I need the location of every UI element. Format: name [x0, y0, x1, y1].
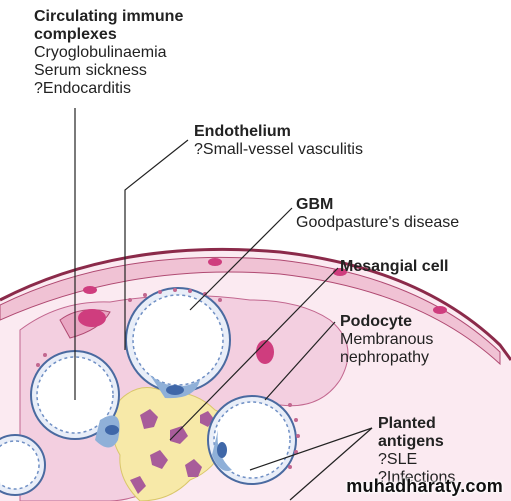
leader-planted-2	[289, 427, 373, 501]
leader-planted-1	[249, 427, 373, 471]
label-title: Mesangial cell	[340, 258, 449, 275]
label-item: Goodpasture's disease	[296, 214, 460, 231]
watermark: muhadharaty.com	[346, 476, 503, 496]
podocyte-nucleus	[256, 340, 274, 364]
leader-podocyte	[264, 321, 336, 401]
label-endothelium: Endothelium ?Small-vessel vasculitis	[194, 123, 363, 159]
label-title: GBM	[296, 196, 334, 213]
parietal-nucleus	[433, 306, 447, 314]
leader-mesangial	[169, 267, 339, 441]
podocyte-foot-processes	[36, 288, 300, 469]
mesangial-cell	[130, 476, 146, 494]
mesangial-cell	[140, 409, 158, 429]
label-item: Cryoglobulinaemia	[34, 44, 167, 61]
mesangial-cell	[170, 426, 188, 444]
endothelial-cell	[212, 430, 232, 471]
label-item: nephropathy	[340, 349, 429, 366]
leader-lines	[74, 108, 373, 501]
label-title: antigens	[378, 433, 444, 450]
label-item: ?SLE	[378, 451, 418, 468]
label-item: ?Small-vessel vasculitis	[194, 141, 363, 158]
label-gbm: GBM Goodpasture's disease	[296, 196, 459, 232]
parietal-nucleus	[208, 258, 222, 266]
label-mesangial-cell: Mesangial cell	[340, 258, 449, 276]
endothelial-nucleus	[217, 442, 227, 458]
endothelial-nucleus	[166, 385, 184, 395]
label-item: ?Endocarditis	[34, 80, 131, 97]
capillary-loop	[207, 395, 297, 485]
capillary-loop	[0, 434, 46, 496]
capillary-loop	[125, 287, 231, 399]
label-planted-antigens: Planted antigens ?SLE ?Infections	[378, 415, 455, 487]
label-item: ?Infections	[378, 469, 456, 486]
label-item: Serum sickness	[34, 62, 147, 79]
label-title: Podocyte	[340, 313, 413, 330]
label-podocyte: Podocyte Membranous nephropathy	[340, 313, 433, 367]
label-title: Endothelium	[194, 123, 291, 140]
mesangial-cell	[185, 459, 202, 477]
label-item: Membranous	[340, 331, 434, 348]
mesangial-cell	[150, 450, 168, 469]
bowman-capsule	[0, 247, 511, 361]
label-circulating-immune-complexes: Circulating immune complexes Cryoglobuli…	[34, 8, 183, 98]
leader-gbm	[189, 207, 293, 311]
parietal-epithelium	[0, 256, 501, 366]
label-title: Circulating immune	[34, 8, 184, 25]
endothelial-nucleus	[105, 425, 119, 435]
leader-endothelium	[124, 139, 189, 350]
label-title: complexes	[34, 26, 117, 43]
parietal-nucleus	[83, 286, 97, 294]
podocyte-nucleus	[78, 309, 106, 327]
label-title: Planted	[378, 415, 436, 432]
